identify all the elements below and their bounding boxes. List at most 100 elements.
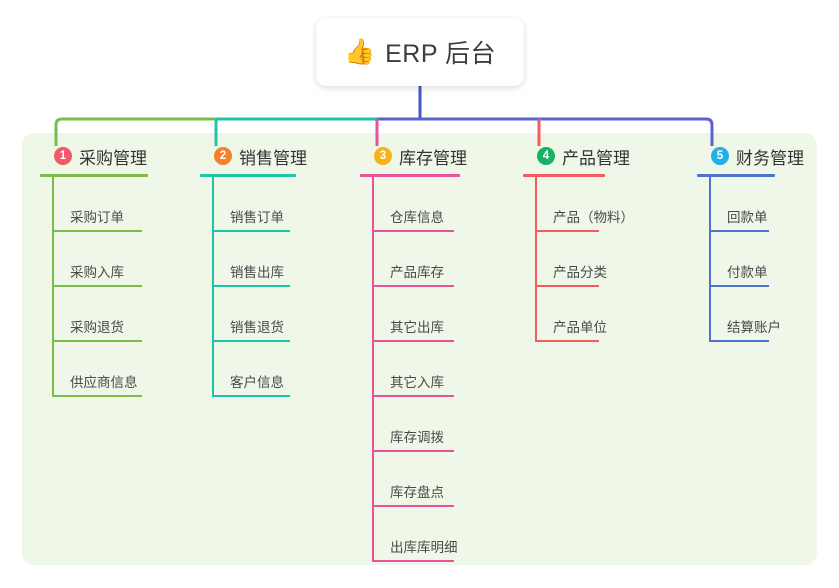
branch-header-2[interactable]: 2 销售管理	[200, 143, 312, 169]
list-item-label: 其它出库	[390, 320, 444, 335]
list-item-rule	[372, 505, 454, 507]
list-item-rule	[372, 230, 454, 232]
list-item-label: 出库库明细	[390, 540, 458, 555]
list-item-rule	[212, 395, 290, 397]
list-item-rule	[372, 340, 454, 342]
branch-title-2: 销售管理	[239, 148, 307, 168]
branch-column-3: 3 库存管理仓库信息产品库存其它出库其它入库库存调拨库存盘点出库库明细	[360, 143, 478, 562]
branch-header-3[interactable]: 3 库存管理	[360, 143, 478, 169]
list-item[interactable]: 产品库存	[360, 232, 478, 287]
list-item-rule	[709, 340, 769, 342]
list-item-label: 产品（物料）	[553, 210, 634, 225]
branch-title-1: 采购管理	[79, 148, 147, 168]
list-item-label: 产品库存	[390, 265, 444, 280]
list-item-rule	[372, 450, 454, 452]
list-item-label: 采购入库	[70, 265, 124, 280]
list-item-rule	[212, 340, 290, 342]
list-item-label: 其它入库	[390, 375, 444, 390]
branch-column-2: 2 销售管理销售订单销售出库销售退货客户信息	[200, 143, 312, 397]
list-item-rule	[372, 395, 454, 397]
list-item[interactable]: 客户信息	[200, 342, 312, 397]
list-item-label: 采购订单	[70, 210, 124, 225]
branch-rule-5	[697, 174, 775, 177]
list-item-label: 采购退货	[70, 320, 124, 335]
branch-badge-2: 2	[214, 147, 232, 165]
branch-badge-4: 4	[537, 147, 555, 165]
list-item[interactable]: 销售订单	[200, 177, 312, 232]
root-node[interactable]: 👍 ERP 后台	[316, 18, 524, 86]
branch-items-1: 采购订单采购入库采购退货供应商信息	[40, 177, 158, 397]
list-item-label: 客户信息	[230, 375, 284, 390]
branch-badge-3: 3	[374, 147, 392, 165]
list-item-rule	[372, 285, 454, 287]
list-item-label: 回款单	[727, 210, 768, 225]
branch-badge-1: 1	[54, 147, 72, 165]
list-item-rule	[52, 230, 142, 232]
list-item[interactable]: 出库库明细	[360, 507, 478, 562]
list-item-rule	[535, 285, 599, 287]
list-item[interactable]: 供应商信息	[40, 342, 158, 397]
list-item-rule	[52, 285, 142, 287]
list-item-label: 产品单位	[553, 320, 607, 335]
list-item[interactable]: 回款单	[697, 177, 809, 232]
list-item-rule	[52, 395, 142, 397]
list-item[interactable]: 其它出库	[360, 287, 478, 342]
list-item[interactable]: 销售出库	[200, 232, 312, 287]
list-item[interactable]: 采购订单	[40, 177, 158, 232]
branch-column-5: 5 财务管理回款单付款单结算账户	[697, 143, 809, 342]
branch-column-1: 1 采购管理采购订单采购入库采购退货供应商信息	[40, 143, 158, 397]
branch-rule-2	[200, 174, 296, 177]
branch-title-4: 产品管理	[562, 148, 630, 168]
list-item-label: 销售退货	[230, 320, 284, 335]
branch-badge-5: 5	[711, 147, 729, 165]
list-item[interactable]: 库存调拨	[360, 397, 478, 452]
list-item[interactable]: 库存盘点	[360, 452, 478, 507]
list-item-rule	[212, 285, 290, 287]
branch-rule-3	[360, 174, 460, 177]
list-item-rule	[372, 560, 454, 562]
branch-header-4[interactable]: 4 产品管理	[523, 143, 643, 169]
branch-items-3: 仓库信息产品库存其它出库其它入库库存调拨库存盘点出库库明细	[360, 177, 478, 562]
branch-rule-1	[40, 174, 148, 177]
list-item-label: 库存调拨	[390, 430, 444, 445]
branch-rail-5	[709, 177, 711, 342]
branch-rail-1	[52, 177, 54, 397]
root-title: ERP 后台	[385, 40, 497, 68]
branch-items-5: 回款单付款单结算账户	[697, 177, 809, 342]
list-item-label: 产品分类	[553, 265, 607, 280]
list-item[interactable]: 采购入库	[40, 232, 158, 287]
list-item[interactable]: 产品分类	[523, 232, 643, 287]
branch-items-2: 销售订单销售出库销售退货客户信息	[200, 177, 312, 397]
list-item[interactable]: 结算账户	[697, 287, 809, 342]
thumbs-up-emoji: 👍	[343, 37, 376, 66]
list-item-label: 库存盘点	[390, 485, 444, 500]
list-item-rule	[535, 340, 599, 342]
branch-rail-3	[372, 177, 374, 562]
list-item-rule	[709, 230, 769, 232]
branches-panel	[22, 133, 817, 565]
branch-rule-4	[523, 174, 605, 177]
branch-title-3: 库存管理	[399, 148, 467, 168]
list-item[interactable]: 产品单位	[523, 287, 643, 342]
list-item-label: 仓库信息	[390, 210, 444, 225]
branch-header-1[interactable]: 1 采购管理	[40, 143, 158, 169]
list-item[interactable]: 付款单	[697, 232, 809, 287]
list-item-rule	[535, 230, 599, 232]
branch-header-5[interactable]: 5 财务管理	[697, 143, 809, 169]
list-item-rule	[709, 285, 769, 287]
list-item[interactable]: 销售退货	[200, 287, 312, 342]
list-item-label: 结算账户	[727, 320, 781, 335]
branch-rail-4	[535, 177, 537, 342]
list-item-label: 销售订单	[230, 210, 284, 225]
list-item[interactable]: 仓库信息	[360, 177, 478, 232]
list-item-label: 供应商信息	[70, 375, 138, 390]
list-item[interactable]: 其它入库	[360, 342, 478, 397]
list-item[interactable]: 采购退货	[40, 287, 158, 342]
list-item-rule	[52, 340, 142, 342]
list-item[interactable]: 产品（物料）	[523, 177, 643, 232]
branch-title-5: 财务管理	[736, 148, 804, 168]
branch-items-4: 产品（物料） 产品分类产品单位	[523, 177, 643, 342]
list-item-label: 付款单	[727, 265, 768, 280]
list-item-rule	[212, 230, 290, 232]
